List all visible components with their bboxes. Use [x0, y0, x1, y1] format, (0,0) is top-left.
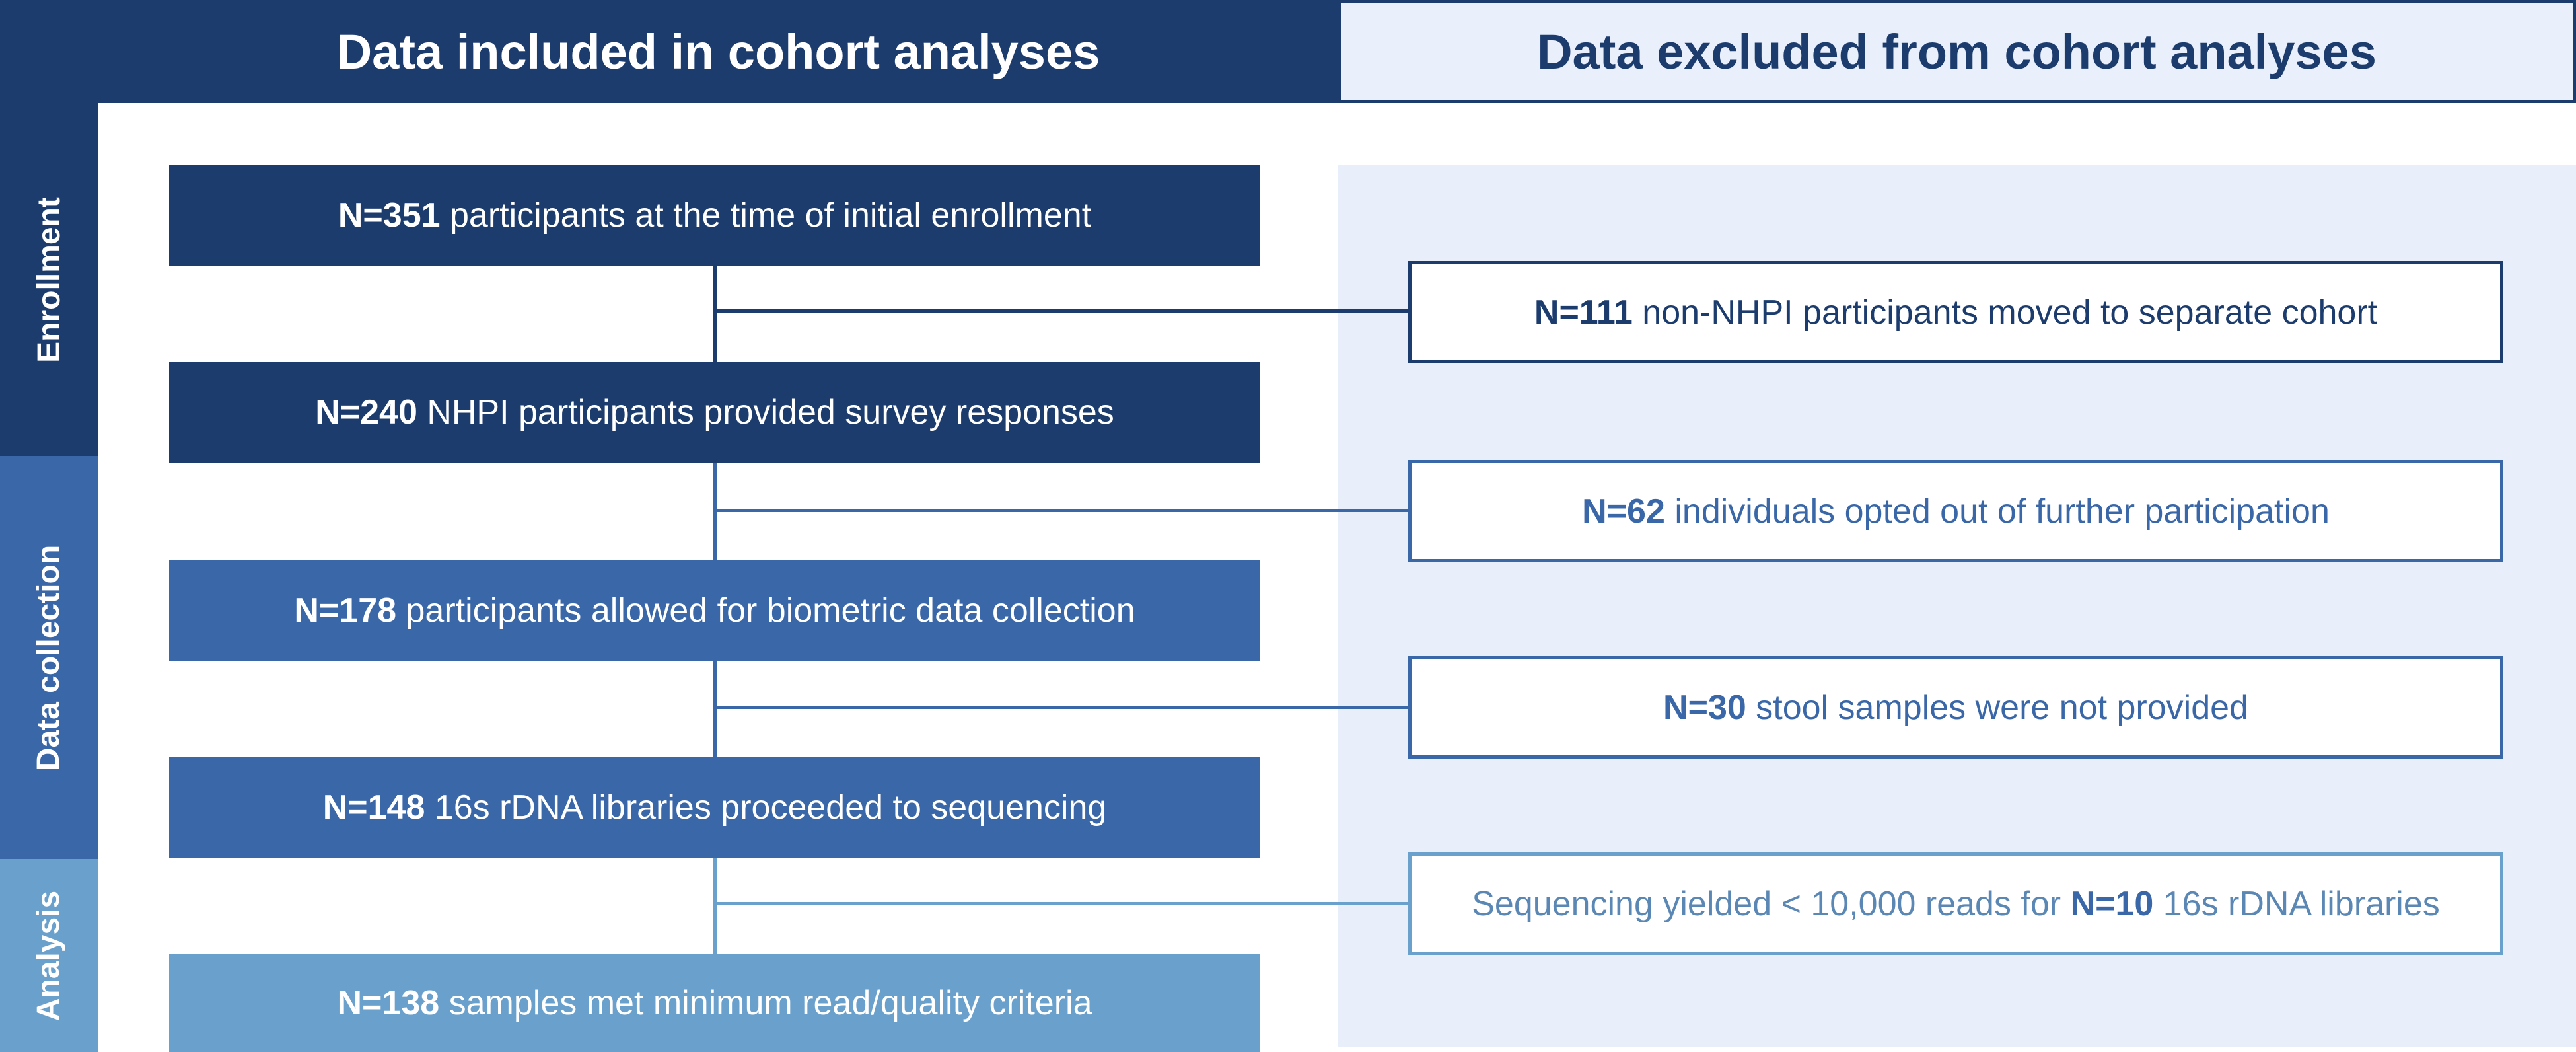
- connector-vertical: [713, 266, 717, 363]
- description-label: individuals opted out of further partici…: [1664, 492, 2330, 531]
- count-label: N=30: [1663, 688, 1746, 727]
- excluded-box-non-nhpi: N=111 non-NHPI participants moved to sep…: [1408, 261, 2503, 363]
- included-box-enrollment: N=351 participants at the time of initia…: [169, 165, 1260, 266]
- excluded-header: Data excluded from cohort analyses: [1338, 0, 2576, 103]
- connector-horizontal: [713, 902, 1410, 905]
- count-label: N=138: [337, 984, 440, 1022]
- stage-analysis: Analysis: [0, 859, 98, 1052]
- connector-horizontal: [713, 509, 1410, 512]
- included-header: Data included in cohort analyses: [0, 0, 1338, 103]
- included-box-survey: N=240 NHPI participants provided survey …: [169, 362, 1260, 463]
- stage-data-collection: Data collection: [0, 456, 98, 859]
- excluded-box-low-reads: Sequencing yielded < 10,000 reads for N=…: [1408, 852, 2503, 955]
- excluded-box-no-stool: N=30 stool samples were not provided: [1408, 656, 2503, 759]
- count-label: N=62: [1582, 492, 1665, 531]
- excluded-box-text: N=62 individuals opted out of further pa…: [1582, 492, 2330, 531]
- stage-data-collection-label: Data collection: [31, 545, 67, 770]
- count-label: N=111: [1534, 293, 1633, 332]
- included-box-quality: N=138 samples met minimum read/quality c…: [169, 954, 1260, 1052]
- excluded-box-text: N=111 non-NHPI participants moved to sep…: [1534, 293, 2377, 332]
- description-label: participants allowed for biometric data …: [396, 591, 1135, 630]
- included-box-text: N=240 NHPI participants provided survey …: [315, 393, 1114, 432]
- included-box-text: N=178 participants allowed for biometric…: [294, 591, 1135, 630]
- excluded-box-text: Sequencing yielded < 10,000 reads for N=…: [1472, 884, 2440, 924]
- description-label: samples met minimum read/quality criteri…: [439, 984, 1092, 1022]
- description-label: 16s rDNA libraries proceeded to sequenci…: [425, 788, 1107, 827]
- description-label: NHPI participants provided survey respon…: [417, 393, 1114, 432]
- excluded-header-title: Data excluded from cohort analyses: [1537, 24, 2377, 79]
- description-label: 16s rDNA libraries: [2153, 884, 2440, 923]
- stage-analysis-label: Analysis: [31, 890, 67, 1021]
- included-box-text: N=351 participants at the time of initia…: [338, 196, 1091, 235]
- count-label: N=148: [322, 788, 425, 827]
- count-label: N=351: [338, 196, 441, 235]
- connector-horizontal: [713, 309, 1410, 313]
- count-label: N=178: [294, 591, 397, 630]
- connector-horizontal: [713, 706, 1410, 709]
- stage-enrollment-label: Enrollment: [31, 196, 67, 363]
- connector-vertical: [713, 858, 717, 956]
- stage-enrollment: Enrollment: [0, 103, 98, 456]
- included-box-text: N=148 16s rDNA libraries proceeded to se…: [323, 788, 1107, 827]
- description-label: non-NHPI participants moved to separate …: [1632, 293, 2378, 332]
- excluded-box-opted-out: N=62 individuals opted out of further pa…: [1408, 460, 2503, 562]
- count-label: N=10: [2070, 884, 2154, 923]
- description-prefix: Sequencing yielded < 10,000 reads for: [1472, 884, 2071, 923]
- excluded-box-text: N=30 stool samples were not provided: [1663, 688, 2248, 728]
- included-box-biometric: N=178 participants allowed for biometric…: [169, 560, 1260, 661]
- connector-vertical: [713, 661, 717, 759]
- connector-vertical: [713, 463, 717, 562]
- included-box-sequencing: N=148 16s rDNA libraries proceeded to se…: [169, 757, 1260, 858]
- included-box-text: N=138 samples met minimum read/quality c…: [338, 983, 1092, 1023]
- description-label: stool samples were not provided: [1746, 688, 2248, 727]
- count-label: N=240: [315, 393, 417, 432]
- description-label: participants at the time of initial enro…: [440, 196, 1092, 235]
- included-header-title: Data included in cohort analyses: [336, 24, 1100, 79]
